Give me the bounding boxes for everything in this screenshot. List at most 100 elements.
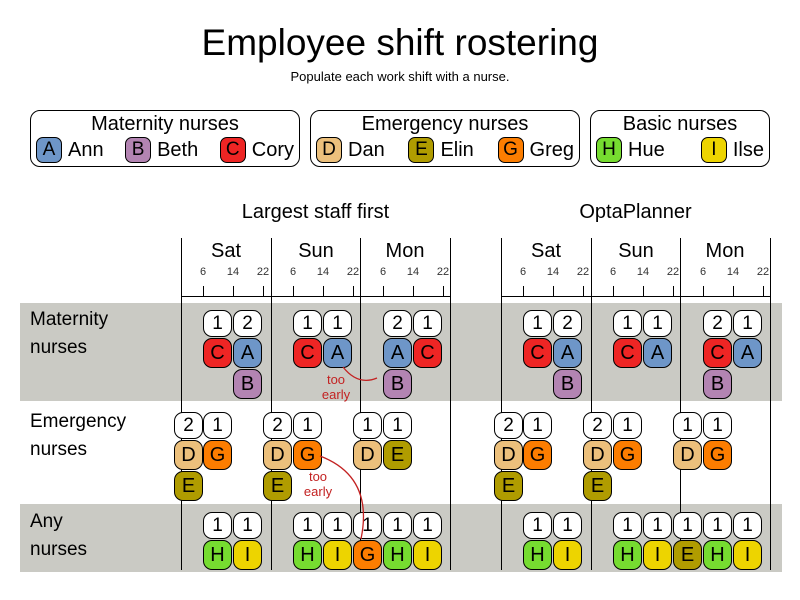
nurse-chip: C [613,338,642,368]
nurse-name: Greg [529,138,574,161]
hour-tick-mark [733,286,734,297]
nurse-chip: G [703,440,732,470]
hour-tick-mark [203,286,204,297]
shift-required-count: 1 [293,310,322,337]
nurse-chip: C [293,338,322,368]
shift-required-count: 1 [733,512,762,539]
solver-header: Largest staff first [241,201,390,223]
nurse-name: Ann [68,138,104,161]
hour-tick-label: 6 [379,266,387,278]
hour-tick-label: 6 [609,266,617,278]
legend-item: A Ann [36,137,104,163]
nurse-chip: I [643,540,672,570]
nurse-chip: D [673,440,702,470]
nurse-chip: D [494,440,523,470]
hour-tick-label: 22 [576,266,590,278]
axis-line [501,296,770,297]
nurse-chip: D [174,440,203,470]
day-label: Mon [385,240,425,262]
hour-tick-label: 14 [726,266,740,278]
hour-tick-mark [323,286,324,297]
legend-title: Maternity nurses [91,113,239,135]
hour-tick-mark [523,286,524,297]
nurse-chip: H [703,540,732,570]
hour-tick-label: 6 [519,266,527,278]
nurse-chip: H [523,540,552,570]
day-boundary-line [770,238,771,570]
day-boundary-line [271,238,272,570]
nurse-chip: C [203,338,232,368]
nurse-chip: G [293,440,322,470]
shift-required-count: 1 [293,412,322,439]
nurse-chip: G [613,440,642,470]
day-label: Mon [705,240,745,262]
shift-required-count: 2 [703,310,732,337]
shift-required-count: 1 [523,412,552,439]
shift-required-count: 1 [673,412,702,439]
shift-required-count: 1 [383,412,412,439]
nurse-chip: E [174,471,203,501]
nurse-chip: D [316,137,342,163]
shift-required-count: 1 [353,412,382,439]
hour-tick-mark [413,286,414,297]
day-boundary-line [450,238,451,570]
hour-tick-label: 22 [436,266,450,278]
day-label: Sun [298,240,334,262]
hour-tick-mark [233,286,234,297]
shift-required-count: 1 [553,512,582,539]
nurse-chip: A [643,338,672,368]
nurse-chip: E [494,471,523,501]
shift-required-count: 2 [383,310,412,337]
hour-tick-label: 6 [699,266,707,278]
hour-tick-label: 14 [636,266,650,278]
shift-required-count: 1 [203,412,232,439]
shift-required-count: 1 [613,512,642,539]
legend-item: D Dan [316,137,385,163]
nurse-chip: E [583,471,612,501]
nurse-chip: C [413,338,442,368]
shift-required-count: 2 [583,412,612,439]
shift-required-count: 1 [703,512,732,539]
nurse-chip: H [203,540,232,570]
nurse-name: Elin [440,138,474,161]
solver-header: OptaPlanner [579,201,692,223]
nurse-name: Beth [157,138,199,161]
nurse-name: Ilse [732,138,764,161]
nurse-chip: A [36,137,62,163]
nurse-chip: H [293,540,322,570]
legend-title: Emergency nurses [361,113,529,135]
annotation-label: too early [321,372,351,402]
legend-title: Basic nurses [622,113,738,135]
day-label: Sat [210,240,242,262]
nurse-name: Dan [348,138,385,161]
nurse-chip: A [383,338,412,368]
shift-required-count: 1 [673,512,702,539]
nurse-chip: I [733,540,762,570]
shift-required-count: 1 [383,512,412,539]
hour-tick-mark [383,286,384,297]
nurse-chip: C [219,137,246,163]
row-label: Any nurses [30,511,88,560]
nurse-chip: G [497,137,524,163]
shift-required-count: 1 [613,310,642,337]
annotation-label: too early [303,469,333,499]
hour-tick-label: 14 [316,266,330,278]
nurse-chip: I [413,540,442,570]
hour-tick-label: 14 [226,266,240,278]
shift-required-count: 1 [233,512,262,539]
hour-tick-mark [613,286,614,297]
hour-tick-label: 22 [256,266,270,278]
shift-required-count: 1 [733,310,762,337]
day-boundary-line [591,238,592,570]
nurse-chip: B [703,369,732,399]
shift-required-count: 1 [523,512,552,539]
shift-required-count: 2 [233,310,262,337]
shift-required-count: 1 [643,512,672,539]
